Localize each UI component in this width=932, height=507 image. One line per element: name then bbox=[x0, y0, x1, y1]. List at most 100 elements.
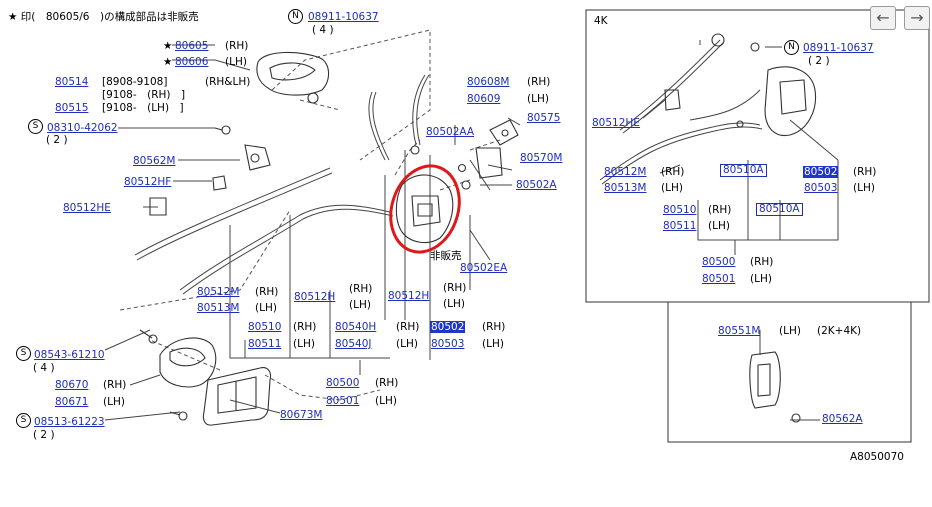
part-80502EA[interactable]: 80502EA bbox=[460, 262, 508, 274]
part-80511[interactable]: 80511 bbox=[248, 338, 282, 350]
qty-label: ( 4 ) bbox=[33, 362, 55, 374]
side-label: (LH) bbox=[396, 338, 418, 350]
part-80502-selected[interactable]: 80502 bbox=[430, 321, 466, 333]
part-80512M[interactable]: 80512M bbox=[604, 166, 647, 178]
side-label: (RH) bbox=[482, 321, 506, 333]
door-lock-drawing bbox=[395, 174, 454, 244]
forward-button[interactable]: → bbox=[904, 6, 930, 30]
part-80673M[interactable]: 80673M bbox=[280, 409, 323, 421]
part-80500[interactable]: 80500 bbox=[702, 256, 736, 268]
part-80511[interactable]: 80511 bbox=[663, 220, 697, 232]
side-label: (LH) bbox=[750, 273, 772, 285]
side-label: (RH) bbox=[661, 166, 685, 178]
inset-lock-drawing bbox=[749, 351, 781, 409]
side-label: (RH) bbox=[443, 282, 467, 294]
star-mark: ★ bbox=[163, 56, 173, 68]
range-label: [8908-9108] bbox=[102, 76, 168, 88]
qty-label: ( 4 ) bbox=[312, 24, 334, 36]
part-80514[interactable]: 80514 bbox=[55, 76, 89, 88]
part-80562A[interactable]: 80562A bbox=[822, 413, 863, 425]
back-button[interactable]: ← bbox=[870, 6, 896, 30]
side-label: (RH) bbox=[225, 40, 249, 52]
side-label: (RH) bbox=[527, 76, 551, 88]
side-label: (LH) bbox=[293, 338, 315, 350]
part-08310-42062[interactable]: 08310-42062 bbox=[47, 122, 118, 134]
part-80510[interactable]: 80510 bbox=[248, 321, 282, 333]
part-08911-10637[interactable]: 08911-10637 bbox=[308, 11, 379, 23]
highlight-circle bbox=[389, 164, 461, 254]
side-label: (RH) bbox=[293, 321, 317, 333]
part-08543-61210[interactable]: 08543-61210 bbox=[34, 349, 105, 361]
star-mark: ★ bbox=[163, 40, 173, 52]
side-label: (RH) bbox=[349, 283, 373, 295]
side-label: (LH) bbox=[103, 396, 125, 408]
escutcheon-drawing bbox=[202, 367, 272, 426]
part-80501[interactable]: 80501 bbox=[326, 395, 360, 407]
part-80551M[interactable]: 80551M bbox=[718, 325, 761, 337]
part-80512H[interactable]: 80512H bbox=[294, 291, 336, 303]
part-80510A[interactable]: 80510A bbox=[720, 164, 767, 177]
part-80500[interactable]: 80500 bbox=[326, 377, 360, 389]
part-80510A[interactable]: 80510A bbox=[756, 203, 803, 216]
range-label: [9108- (RH) ] bbox=[102, 89, 186, 101]
part-80512HE[interactable]: 80512HE bbox=[63, 202, 111, 214]
part-80608M[interactable]: 80608M bbox=[467, 76, 510, 88]
part-80502A[interactable]: 80502A bbox=[516, 179, 557, 191]
inset-note: (2K+4K) bbox=[817, 325, 862, 337]
side-label: (LH) bbox=[349, 299, 371, 311]
screw-symbol-icon: S bbox=[16, 413, 31, 428]
qty-label: ( 2 ) bbox=[808, 55, 830, 67]
part-80512M[interactable]: 80512M bbox=[197, 286, 240, 298]
part-80515[interactable]: 80515 bbox=[55, 102, 89, 114]
part-80502AA[interactable]: 80502AA bbox=[426, 126, 475, 138]
part-80513M[interactable]: 80513M bbox=[604, 182, 647, 194]
part-80503[interactable]: 80503 bbox=[431, 338, 465, 350]
qty-label: ( 2 ) bbox=[33, 429, 55, 441]
side-label: (LH) bbox=[853, 182, 875, 194]
side-label: (LH) bbox=[708, 220, 730, 232]
side-label: (LH) bbox=[482, 338, 504, 350]
4k-lock-drawing bbox=[764, 66, 817, 137]
side-label: (RH) bbox=[750, 256, 774, 268]
part-80513M[interactable]: 80513M bbox=[197, 302, 240, 314]
nut-symbol-icon: N bbox=[784, 40, 799, 55]
part-08911-10637[interactable]: 08911-10637 bbox=[803, 42, 874, 54]
part-80512HE[interactable]: 80512HE bbox=[592, 117, 640, 129]
inset-2k4k-frame bbox=[667, 301, 912, 443]
part-08513-61223[interactable]: 08513-61223 bbox=[34, 416, 105, 428]
figure-id: A8050070 bbox=[850, 451, 904, 463]
part-80671[interactable]: 80671 bbox=[55, 396, 89, 408]
side-label: (RH) bbox=[708, 204, 732, 216]
part-80501[interactable]: 80501 bbox=[702, 273, 736, 285]
side-label: (LH) bbox=[779, 325, 801, 337]
range-label: [9108- (LH) ] bbox=[102, 102, 184, 114]
screw-symbol-icon: S bbox=[16, 346, 31, 361]
not-sold-label: 非販売 bbox=[430, 250, 462, 262]
part-80609[interactable]: 80609 bbox=[467, 93, 501, 105]
part-80606[interactable]: 80606 bbox=[175, 56, 209, 68]
part-80570M[interactable]: 80570M bbox=[520, 152, 563, 164]
part-80562M[interactable]: 80562M bbox=[133, 155, 176, 167]
part-80540H[interactable]: 80540H bbox=[335, 321, 377, 333]
part-80605[interactable]: 80605 bbox=[175, 40, 209, 52]
outside-handle-drawing bbox=[256, 51, 330, 96]
part-80512H[interactable]: 80512H bbox=[388, 290, 430, 302]
part-80510[interactable]: 80510 bbox=[663, 204, 697, 216]
part-drawings bbox=[139, 33, 817, 426]
right-arrow-icon: → bbox=[910, 8, 924, 27]
nut-symbol-icon: N bbox=[288, 9, 303, 24]
screw-symbol-icon: S bbox=[28, 119, 43, 134]
part-80540J[interactable]: 80540J bbox=[335, 338, 372, 350]
part-80512HF[interactable]: 80512HF bbox=[124, 176, 172, 188]
side-label: (RH) bbox=[375, 377, 399, 389]
inset-4k-title: 4K bbox=[594, 15, 608, 27]
side-label: (RH) bbox=[396, 321, 420, 333]
part-80502-selected[interactable]: 80502 bbox=[803, 166, 839, 178]
part-80670[interactable]: 80670 bbox=[55, 379, 89, 391]
side-label: (LH) bbox=[225, 56, 247, 68]
part-80503[interactable]: 80503 bbox=[804, 182, 838, 194]
part-80575[interactable]: 80575 bbox=[527, 112, 561, 124]
qty-label: ( 2 ) bbox=[46, 134, 68, 146]
